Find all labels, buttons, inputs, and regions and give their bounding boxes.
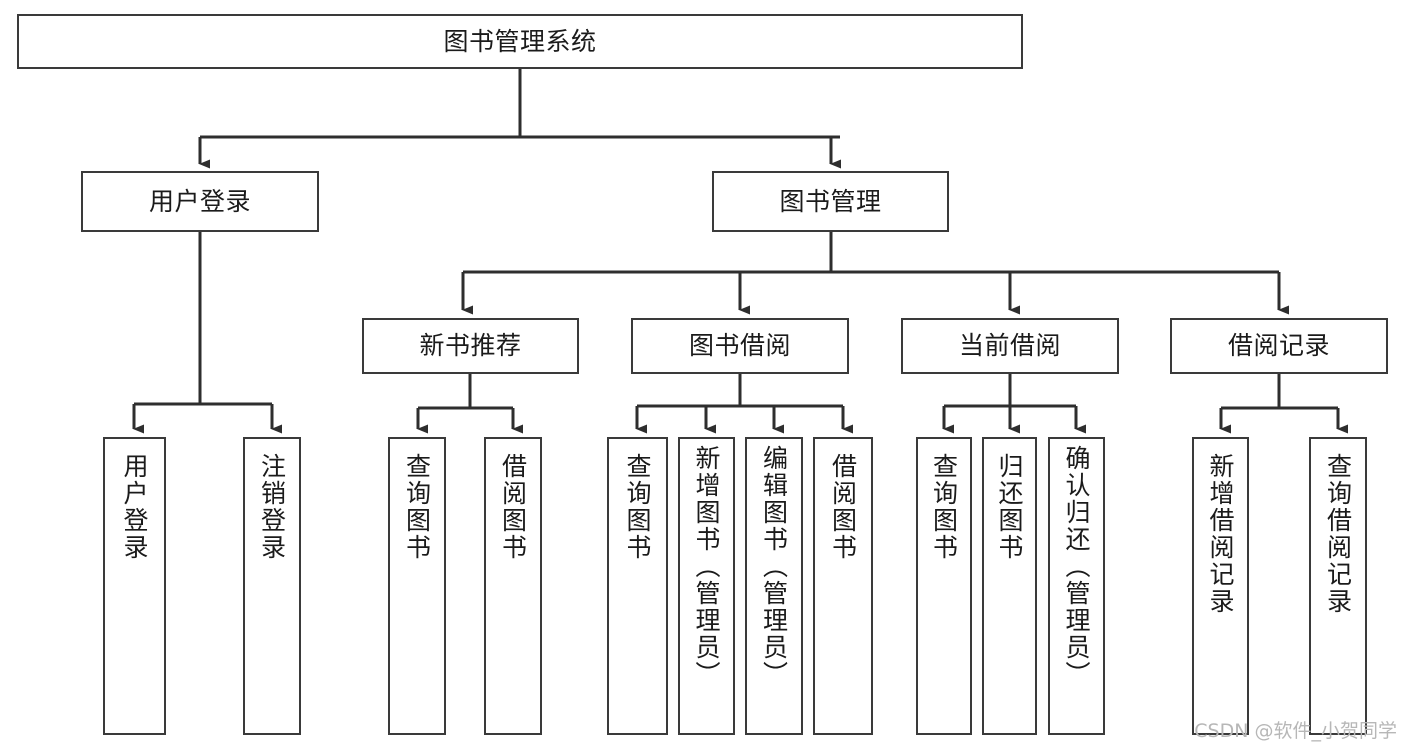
node-label: 查询图书 — [402, 453, 432, 561]
node-label: 新书推荐 — [419, 331, 522, 360]
node-label: 当前借阅 — [958, 331, 1061, 360]
node-label: 编辑图书（管理员） — [759, 445, 789, 688]
node-current-borrow[interactable]: 当前借阅 — [901, 318, 1119, 374]
node-user-login[interactable]: 用户登录 — [81, 171, 319, 232]
node-label: 图书管理 — [779, 186, 882, 216]
node-leaf-query-book-rec[interactable]: 查询图书 — [388, 437, 446, 735]
node-label: 借阅图书 — [498, 453, 528, 561]
node-label: 借阅图书 — [828, 453, 858, 561]
csdn-watermark: CSDN @软件_小贺同学 — [1194, 720, 1397, 742]
node-leaf-query-borrow-record[interactable]: 查询借阅记录 — [1309, 437, 1367, 735]
node-label: 查询图书 — [929, 453, 959, 561]
node-leaf-edit-book-admin[interactable]: 编辑图书（管理员） — [745, 437, 803, 735]
node-book-manage[interactable]: 图书管理 — [712, 171, 949, 232]
node-label: 归还图书 — [995, 453, 1024, 561]
node-label: 图书管理系统 — [443, 26, 597, 56]
node-book-borrow[interactable]: 图书借阅 — [631, 318, 849, 374]
node-leaf-user-login[interactable]: 用户登录 — [103, 437, 166, 735]
node-label: 新增图书（管理员） — [692, 445, 721, 688]
node-label: 注销登录 — [257, 453, 287, 561]
node-label: 查询图书 — [623, 453, 652, 561]
node-root-system[interactable]: 图书管理系统 — [17, 14, 1023, 69]
node-leaf-user-logout[interactable]: 注销登录 — [243, 437, 301, 735]
node-label: 用户登录 — [148, 186, 251, 216]
node-leaf-confirm-return-admin[interactable]: 确认归还（管理员） — [1048, 437, 1105, 735]
node-label: 借阅记录 — [1227, 331, 1330, 360]
node-leaf-return-book[interactable]: 归还图书 — [982, 437, 1037, 735]
node-borrow-record[interactable]: 借阅记录 — [1170, 318, 1388, 374]
node-leaf-borrow-book-rec[interactable]: 借阅图书 — [484, 437, 542, 735]
node-leaf-query-book-cur[interactable]: 查询图书 — [916, 437, 972, 735]
node-label: 确认归还（管理员） — [1062, 445, 1091, 688]
node-leaf-add-borrow-record[interactable]: 新增借阅记录 — [1192, 437, 1249, 735]
node-label: 查询借阅记录 — [1323, 453, 1353, 615]
node-label: 用户登录 — [120, 453, 149, 561]
node-label: 新增借阅记录 — [1206, 453, 1235, 615]
node-leaf-borrow-book[interactable]: 借阅图书 — [813, 437, 873, 735]
node-label: 图书借阅 — [688, 331, 791, 360]
node-leaf-add-book-admin[interactable]: 新增图书（管理员） — [678, 437, 735, 735]
node-leaf-query-book-borrow[interactable]: 查询图书 — [607, 437, 668, 735]
node-new-book-rec[interactable]: 新书推荐 — [362, 318, 579, 374]
